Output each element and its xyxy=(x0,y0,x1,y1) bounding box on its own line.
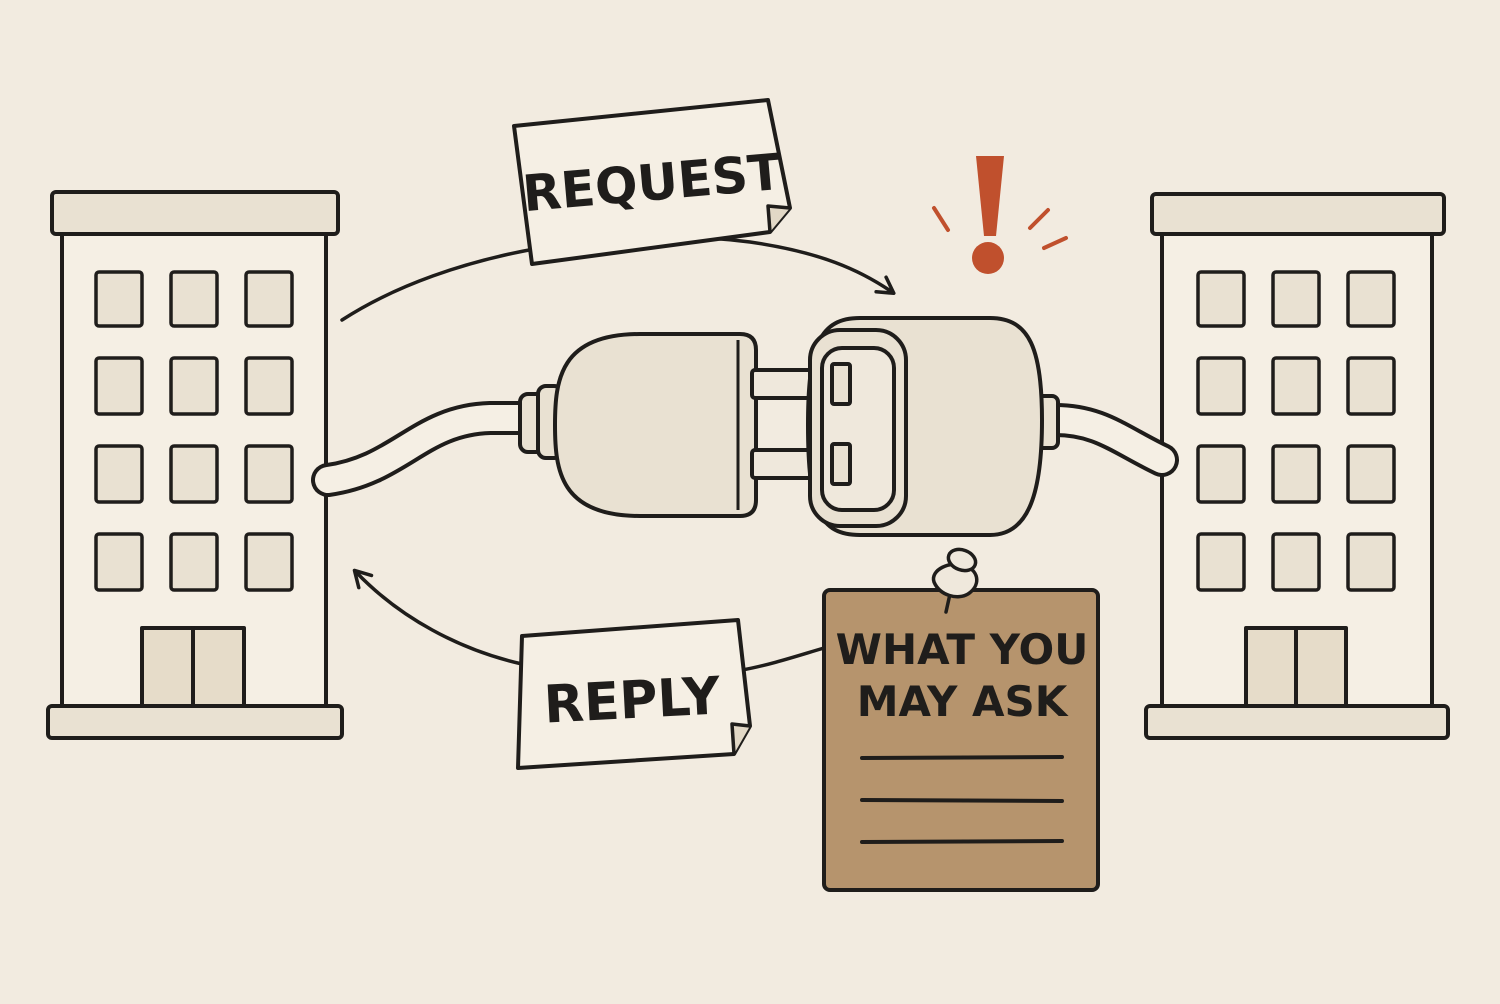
socket-icon xyxy=(806,316,1060,537)
plug-icon xyxy=(518,332,846,518)
reply-arrow xyxy=(356,572,826,672)
allowed-requests-note: WHAT YOU MAY ASK xyxy=(822,588,1100,892)
reply-tag: REPLY xyxy=(516,618,752,770)
right-cable xyxy=(1038,403,1179,477)
note-title-line1: WHAT YOU xyxy=(836,625,1089,674)
note-title-line2: MAY ASK xyxy=(857,677,1069,726)
reply-label: REPLY xyxy=(542,666,723,735)
right-building-door xyxy=(1244,626,1348,708)
left-building-icon xyxy=(46,190,344,740)
request-tag: REQUEST xyxy=(512,98,792,266)
right-building-icon xyxy=(1144,192,1450,740)
exclamation-icon xyxy=(932,156,1068,274)
note-lines xyxy=(860,755,1064,844)
left-building-door xyxy=(140,626,246,708)
pushpin-icon xyxy=(931,547,979,614)
left-cable xyxy=(311,401,547,497)
